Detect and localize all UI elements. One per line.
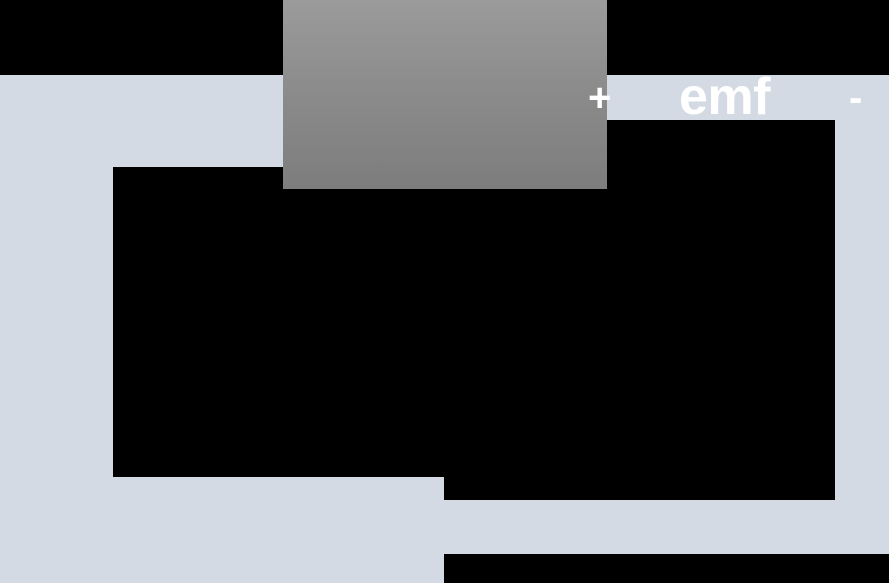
emf-label: emf <box>679 68 770 126</box>
bottom-black-bar <box>444 554 889 583</box>
emf-positive-terminal-label: + <box>588 76 612 120</box>
left-black-block <box>113 167 444 477</box>
emf-negative-terminal-label: - <box>849 76 863 120</box>
emf-source-box: + emf - <box>283 0 862 189</box>
